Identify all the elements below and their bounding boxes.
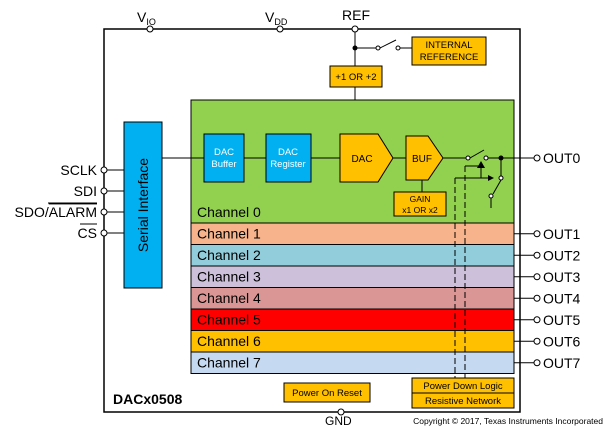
vio-label: VIO — [137, 9, 156, 27]
gain-block — [393, 191, 447, 217]
gain-label-1: GAIN — [410, 194, 431, 204]
switch-control-arrow-2 — [488, 175, 494, 181]
dac-register-label-2: Register — [270, 159, 305, 170]
ref-switch-contact-2 — [395, 45, 401, 51]
out-switch-contact-2 — [483, 155, 489, 161]
out0-pin — [533, 154, 541, 162]
out-switch-contact — [465, 155, 471, 161]
ref-divider-block — [329, 65, 383, 88]
sdo-pin — [100, 208, 108, 216]
gnd-pin — [337, 408, 345, 416]
buf-label: BUF — [412, 154, 432, 165]
cs-pin — [100, 229, 108, 237]
vdd-pin — [276, 25, 284, 33]
pulldown-blade — [492, 179, 502, 195]
channel-bars: Channel 1 Channel 2 Channel 3 Channel 4 Chan… — [190, 222, 515, 374]
out5-pin — [533, 316, 541, 324]
ref-switch-blade — [379, 39, 397, 49]
channel-7-label: Channel 7 — [197, 355, 261, 371]
resistive-network-label: Resistive Network — [425, 396, 501, 407]
serial-interface-block — [123, 121, 163, 289]
ref-divider-label: +1 OR +2 — [335, 72, 376, 83]
power-down-logic-label: Power Down Logic — [423, 381, 502, 392]
power-on-reset-block — [283, 382, 371, 403]
channel-0-label: Channel 0 — [197, 204, 261, 220]
channel-1-label: Channel 1 — [197, 226, 261, 242]
out7-label: OUT7 — [543, 355, 581, 371]
internal-reference-label-2: REFERENCE — [420, 52, 479, 63]
out6-pin — [533, 337, 541, 345]
pulldown-contact-2 — [488, 193, 494, 199]
ref-switch-contact — [375, 45, 381, 51]
out4-pin — [533, 294, 541, 302]
out2-label: OUT2 — [543, 247, 581, 263]
channel-3-label: Channel 3 — [197, 269, 261, 285]
power-on-reset-label: Power On Reset — [292, 388, 362, 399]
out0-label: OUT0 — [543, 150, 581, 166]
cs-label: CS — [78, 225, 97, 241]
channel-6-label: Channel 6 — [197, 333, 261, 349]
buf-amplifier — [405, 135, 444, 181]
channel-2-label: Channel 2 — [197, 247, 261, 263]
out-switch-blade — [469, 149, 485, 159]
gnd-label: GND — [325, 414, 352, 427]
sdi-label: SDI — [74, 183, 97, 199]
dac-buffer-label-2: Buffer — [211, 159, 236, 170]
channel-5-label: Channel 5 — [197, 312, 261, 328]
sclk-label: SCLK — [60, 162, 97, 178]
sdo-alarm-label: SDO/ALARM — [15, 204, 97, 220]
ref-pin — [351, 25, 359, 33]
dac-buffer-label-1: DAC — [214, 147, 234, 158]
dac-label: DAC — [351, 154, 372, 165]
ref-label: REF — [342, 7, 370, 23]
gain-label-2: x1 OR x2 — [402, 205, 438, 215]
out7-pin — [533, 359, 541, 367]
out1-pin — [533, 230, 541, 238]
vdd-label: VDD — [265, 9, 288, 27]
out3-label: OUT3 — [543, 269, 581, 285]
device-name: DACx0508 — [113, 391, 182, 407]
sclk-pin — [100, 166, 108, 174]
copyright-note: Copyright © 2017, Texas Instruments Inco… — [413, 416, 603, 426]
internal-reference-label-1: INTERNAL — [426, 40, 473, 51]
dac-register-label-1: DAC — [278, 147, 298, 158]
serial-interface-label: Serial Interface — [135, 158, 151, 252]
channel-4-label: Channel 4 — [197, 290, 261, 306]
out4-label: OUT4 — [543, 290, 581, 306]
out1-label: OUT1 — [543, 226, 581, 242]
internal-reference-block — [411, 36, 487, 66]
out6-label: OUT6 — [543, 333, 581, 349]
dac-register-block — [265, 133, 312, 183]
dac-buffer-block — [203, 133, 245, 183]
vio-pin — [146, 25, 154, 33]
sdi-pin — [100, 187, 108, 195]
out3-pin — [533, 273, 541, 281]
pulldown-contact — [498, 175, 504, 181]
dac-block — [339, 133, 394, 183]
out2-pin — [533, 251, 541, 259]
out5-label: OUT5 — [543, 312, 581, 328]
